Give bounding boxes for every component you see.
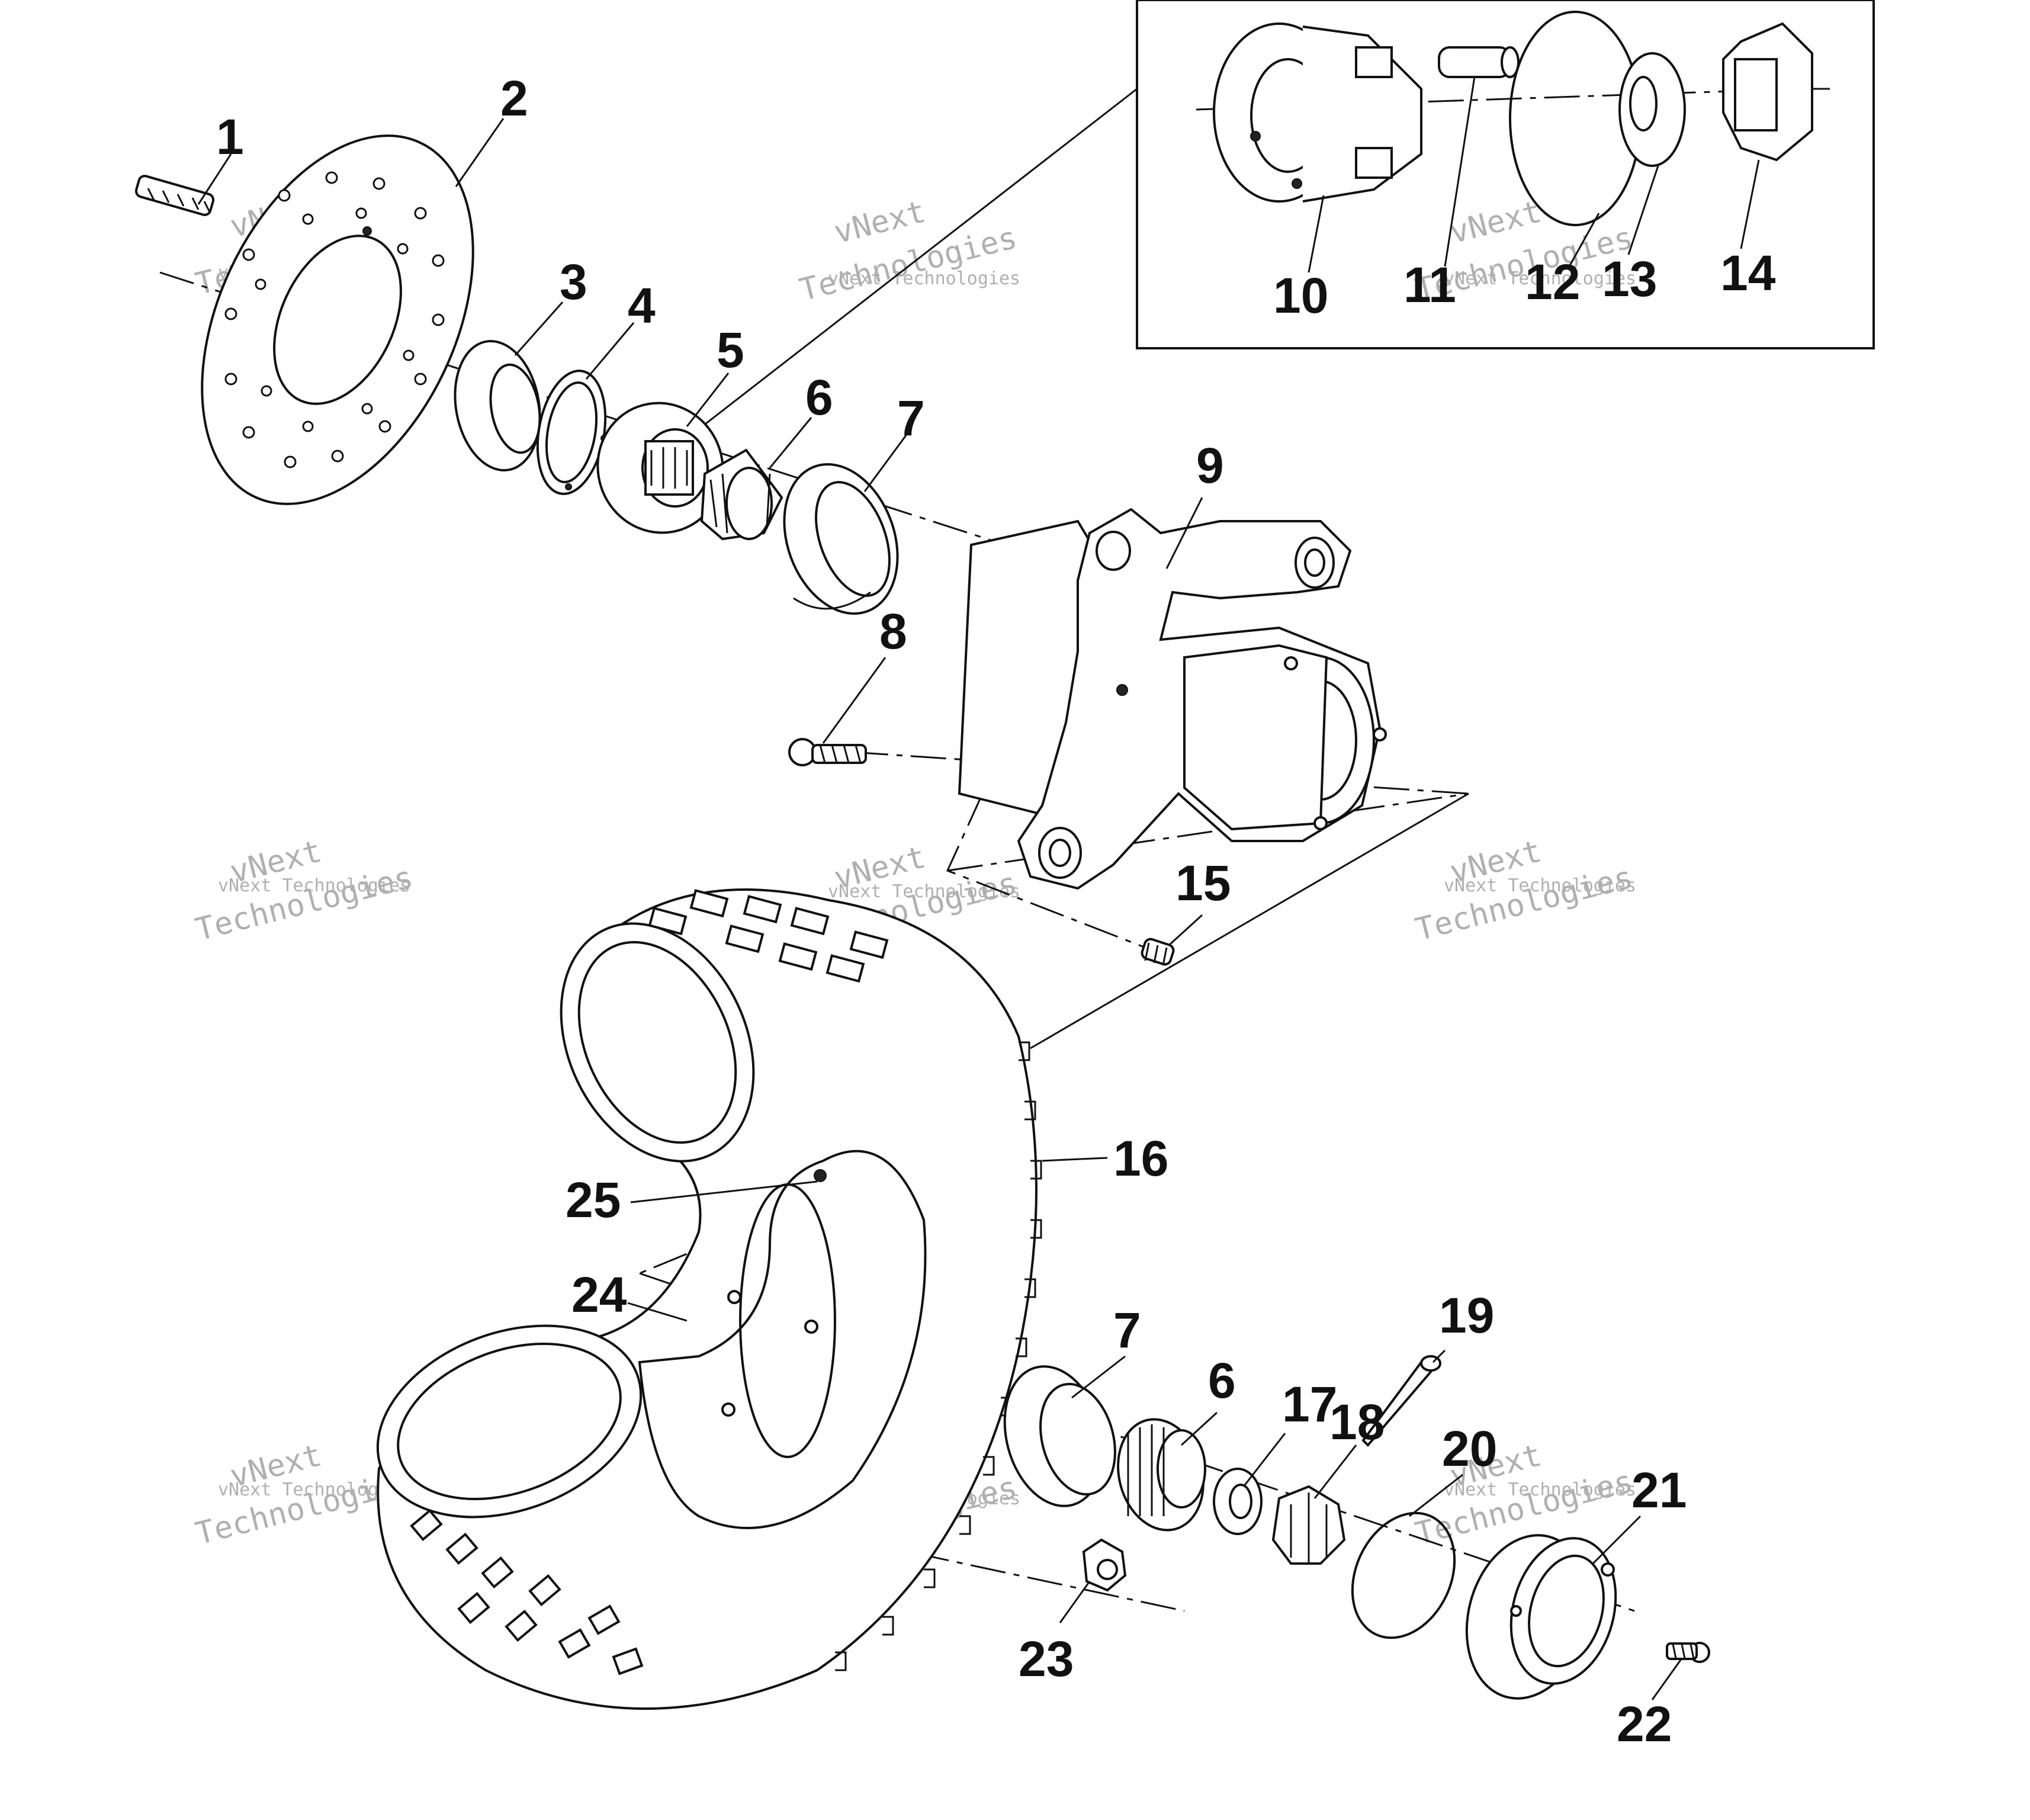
leader-1 xyxy=(197,153,232,205)
callout-14: 14 xyxy=(1720,245,1776,301)
leader-5 xyxy=(686,373,730,427)
callout-3: 3 xyxy=(560,254,587,310)
inset-axis-line xyxy=(1196,88,1801,111)
leader-15 xyxy=(1168,914,1203,946)
leader-3 xyxy=(514,301,564,356)
callout-13: 13 xyxy=(1602,251,1657,307)
leader-11 xyxy=(1444,76,1476,267)
callout-7-bottom: 7 xyxy=(1113,1302,1141,1358)
part-8-bolt xyxy=(788,738,867,766)
callout-4: 4 xyxy=(628,278,656,333)
callout-6-top: 6 xyxy=(805,370,833,425)
watermark-text: vNext Technologies xyxy=(1444,268,1636,289)
callout-5: 5 xyxy=(717,322,744,378)
callout-16: 16 xyxy=(1113,1131,1168,1186)
watermark-text: vNext Technologies xyxy=(218,875,410,896)
part-22-screw xyxy=(1666,1642,1710,1663)
part-20-o-ring xyxy=(1351,1511,1456,1639)
svg-text:vNext: vNext xyxy=(1447,194,1545,251)
part-11-pin xyxy=(1438,46,1520,78)
part-5-bearing xyxy=(596,402,724,534)
part-2-brake-disc xyxy=(201,134,474,505)
leader-22 xyxy=(1651,1658,1683,1700)
part-17-washer xyxy=(1213,1468,1263,1535)
callout-1: 1 xyxy=(216,109,244,165)
callout-11: 11 xyxy=(1403,257,1456,313)
leader-9 xyxy=(1165,497,1203,569)
callout-18: 18 xyxy=(1329,1394,1385,1450)
callout-20: 20 xyxy=(1442,1421,1497,1476)
leader-13 xyxy=(1627,165,1659,255)
part-3-race xyxy=(454,339,541,472)
part-21-hub-cap xyxy=(1465,1534,1617,1700)
part-18-castle-nut xyxy=(1271,1485,1346,1565)
part-7-cup-bottom xyxy=(1003,1365,1116,1507)
tire-reference-line xyxy=(1030,792,1469,1049)
leader-12 xyxy=(1568,213,1600,267)
watermark-text: vNext Technologies xyxy=(1444,1479,1636,1500)
callout-17: 17 xyxy=(1282,1376,1337,1432)
callout-22: 22 xyxy=(1617,1696,1672,1752)
part-23-lug-nut xyxy=(1082,1538,1127,1592)
leader-20 xyxy=(1409,1474,1463,1517)
hub-axis-line xyxy=(159,271,1043,558)
leader-6b xyxy=(1180,1411,1218,1446)
callout-15: 15 xyxy=(1175,855,1231,911)
callout-labels: 1 2 3 4 5 6 7 8 9 10 11 12 13 14 15 16 7… xyxy=(216,70,1776,1752)
callout-7-top: 7 xyxy=(897,390,925,446)
callout-9: 9 xyxy=(1196,438,1224,493)
callout-19: 19 xyxy=(1439,1288,1494,1343)
leader-21 xyxy=(1592,1515,1642,1565)
callout-10: 10 xyxy=(1273,268,1328,323)
watermark-text: vNext Technologies xyxy=(828,881,1020,902)
leader-24 xyxy=(627,1302,688,1322)
leader-2 xyxy=(455,118,505,187)
callout-6-bottom: 6 xyxy=(1208,1353,1236,1408)
callout-12: 12 xyxy=(1525,254,1580,310)
leader-23 xyxy=(1059,1581,1091,1623)
part-6-bearing-top xyxy=(700,448,783,541)
part-1-bolt xyxy=(134,175,215,216)
leader-18 xyxy=(1313,1445,1357,1499)
part-16-tire xyxy=(376,888,1042,1710)
callout-21: 21 xyxy=(1631,1462,1687,1518)
inset-frame xyxy=(1136,0,1875,349)
part-9-knuckle xyxy=(958,508,1387,890)
detail-inset xyxy=(686,0,1875,439)
callout-25: 25 xyxy=(566,1172,621,1228)
leader-lines xyxy=(197,76,1760,1700)
leader-8 xyxy=(822,657,886,744)
leader-4 xyxy=(585,322,635,380)
leader-6a xyxy=(769,417,812,468)
callout-8: 8 xyxy=(879,604,907,659)
leader-14 xyxy=(1740,159,1760,249)
leader-17 xyxy=(1242,1433,1286,1487)
part-7-cup-top xyxy=(783,463,899,615)
callout-2: 2 xyxy=(500,70,528,126)
leader-16 xyxy=(1042,1157,1108,1162)
part-6-bearing-bottom xyxy=(1117,1418,1206,1532)
callout-24: 24 xyxy=(571,1267,627,1323)
svg-text:vNext: vNext xyxy=(831,194,929,251)
part-13-washer xyxy=(1618,52,1686,167)
part-15-fitting xyxy=(1141,938,1175,966)
leader-7b xyxy=(1071,1355,1126,1399)
part-10-collar xyxy=(1213,23,1422,203)
watermark-text: vNext Technologies xyxy=(1444,875,1636,896)
inset-leader-line xyxy=(686,88,1138,439)
leader-7a xyxy=(863,435,907,492)
leader-19 xyxy=(1432,1349,1446,1363)
callout-23: 23 xyxy=(1019,1631,1074,1687)
leader-25 xyxy=(630,1180,818,1203)
part-14-hex-nut xyxy=(1722,22,1830,162)
leader-10 xyxy=(1308,195,1325,273)
part-24-rim xyxy=(638,1150,927,1529)
watermark-text: vNext Technologies xyxy=(828,268,1020,289)
